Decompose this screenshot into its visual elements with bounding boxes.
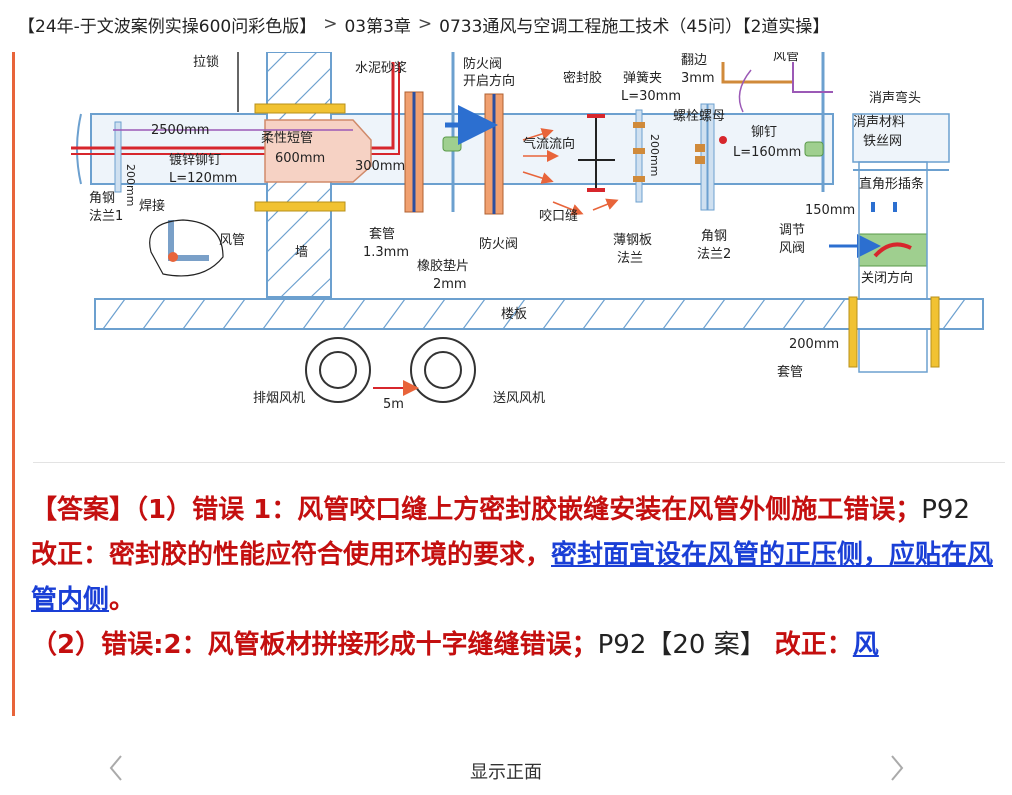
label-weld: 焊接: [139, 198, 165, 214]
answer-fix-2-link[interactable]: 风: [852, 630, 879, 660]
breadcrumb-chapter[interactable]: 03第3章: [344, 16, 411, 37]
breadcrumb-separator: >: [417, 14, 433, 34]
answer-line-3: （2）错误:2：风管板材拼接形成十字缝缝错误；P92【20 案】 改正：风: [31, 623, 997, 668]
label-rivet: 铆钉: [751, 125, 777, 140]
question-card: 拉锁 水泥砂浆 防火阀 开启方向 密封胶 弹簧夹 L=30mm 翻边 3mm 风…: [12, 52, 1005, 716]
label-right-insert: 直角形插条: [859, 176, 924, 192]
label-damper: 风阀: [779, 241, 805, 256]
answer-page-ref: P92: [921, 495, 970, 525]
label-sleeve2: 套管: [777, 364, 803, 380]
label-spring-len: L=30mm: [621, 89, 681, 104]
breadcrumb-section[interactable]: 0733通风与空调工程施工技术（45问）【2道实操】: [439, 16, 830, 37]
label-fire-damper: 防火阀: [479, 236, 518, 252]
label-len-2500: 2500mm: [151, 123, 209, 138]
label-wall: 墙: [295, 245, 308, 260]
label-seam: 咬口缝: [539, 208, 578, 224]
label-rubber-pad: 橡胶垫片: [417, 258, 469, 274]
label-silencer-mat: 消声材料: [853, 115, 905, 130]
label-sleeve: 套管: [369, 226, 395, 242]
label-duct-left: 风管: [219, 233, 245, 248]
label-len-300: 300mm: [355, 159, 405, 174]
label-len-200b: 200mm: [789, 337, 839, 352]
label-floor: 楼板: [501, 307, 527, 322]
section-divider: [33, 462, 1005, 463]
label-airflow: 气流流向: [523, 136, 575, 152]
label-angle-flange1: 角钢: [89, 191, 115, 206]
label-sleeve-thk: 1.3mm: [363, 245, 409, 260]
answer-fix-1-end: 。: [109, 585, 136, 615]
answer-error-1: 【答案】（1）错误 1：风管咬口缝上方密封胶嵌缝安装在风管外侧施工错误；: [31, 495, 922, 525]
label-flex-pipe: 柔性短管: [261, 131, 313, 146]
answer-line-1: 【答案】（1）错误 1：风管咬口缝上方密封胶嵌缝安装在风管外侧施工错误；P92: [31, 488, 997, 533]
label-spring-clip: 弹簧夹: [623, 70, 662, 86]
show-front-button[interactable]: 显示正面: [470, 762, 542, 783]
label-rivet-len: L=120mm: [169, 171, 237, 186]
answer-error-2: （2）错误:2：风管板材拼接形成十字缝缝错误；: [31, 630, 598, 660]
chevron-left-icon: [109, 755, 122, 781]
label-fold-len: 3mm: [681, 71, 715, 86]
label-silencer-elbow: 消声弯头: [869, 90, 921, 106]
breadcrumb: 【24年-于文波案例实操600问彩色版】 > 03第3章 > 0733通风与空调…: [0, 0, 1012, 48]
answer-fix-1: 改正：密封胶的性能应符合使用环境的要求，: [31, 540, 552, 570]
label-smoke-fan: 排烟风机: [253, 391, 305, 406]
label-len-600: 600mm: [275, 151, 325, 166]
label-close-dir: 关闭方向: [861, 270, 913, 286]
label-dist-5m: 5m: [383, 397, 404, 412]
label-len-200v2: 200mm: [648, 134, 661, 176]
label-angle-flange2: 角钢: [701, 229, 727, 244]
label-sealant: 密封胶: [563, 70, 602, 86]
ventilation-construction-diagram: 拉锁 水泥砂浆 防火阀 开启方向 密封胶 弹簧夹 L=30mm 翻边 3mm 风…: [33, 52, 1005, 417]
label-regulating: 调节: [779, 223, 805, 238]
label-pad-thk: 2mm: [433, 277, 467, 292]
label-flange1: 法兰1: [89, 209, 123, 224]
label-len-200v: 200mm: [124, 164, 137, 206]
breadcrumb-book[interactable]: 【24年-于文波案例实操600问彩色版】: [18, 16, 317, 37]
bottom-navigation: 显示正面: [0, 740, 1012, 795]
label-fold: 翻边: [681, 53, 707, 68]
answer-page-ref-2: P92【20 案】: [597, 630, 766, 660]
label-thin-flange: 薄钢板: [613, 233, 652, 248]
chevron-right-icon: [891, 755, 904, 781]
prev-button[interactable]: [101, 750, 131, 786]
answer-text: 【答案】（1）错误 1：风管咬口缝上方密封胶嵌缝安装在风管外侧施工错误；P92 …: [31, 488, 997, 668]
answer-fix-1-link[interactable]: 密封面宜设在风管的正压侧，应贴在风管内侧: [31, 540, 994, 615]
label-len-150: 150mm: [805, 203, 855, 218]
label-galv-rivet: 镀锌铆钉: [169, 152, 221, 168]
label-rivet-len2: L=160mm: [733, 145, 801, 160]
label-open-dir: 开启方向: [463, 73, 515, 89]
label-fire-damper-dir: 防火阀: [463, 56, 502, 72]
label-duct-top: 风管: [773, 52, 799, 64]
label-supply-fan: 送风风机: [493, 391, 545, 406]
next-button[interactable]: [882, 750, 912, 786]
label-wire-mesh: 铁丝网: [863, 134, 902, 149]
breadcrumb-separator: >: [323, 14, 338, 34]
answer-line-2: 改正：密封胶的性能应符合使用环境的要求，密封面宜设在风管的正压侧，应贴在风管内侧…: [31, 533, 997, 623]
answer-fix-2-label: 改正：: [774, 630, 853, 660]
label-lock: 拉锁: [193, 54, 219, 70]
label-thin-flange2: 法兰: [617, 251, 643, 266]
label-mortar: 水泥砂浆: [355, 61, 407, 76]
label-bolt: 螺栓螺母: [673, 109, 725, 124]
label-flange2: 法兰2: [697, 247, 731, 262]
